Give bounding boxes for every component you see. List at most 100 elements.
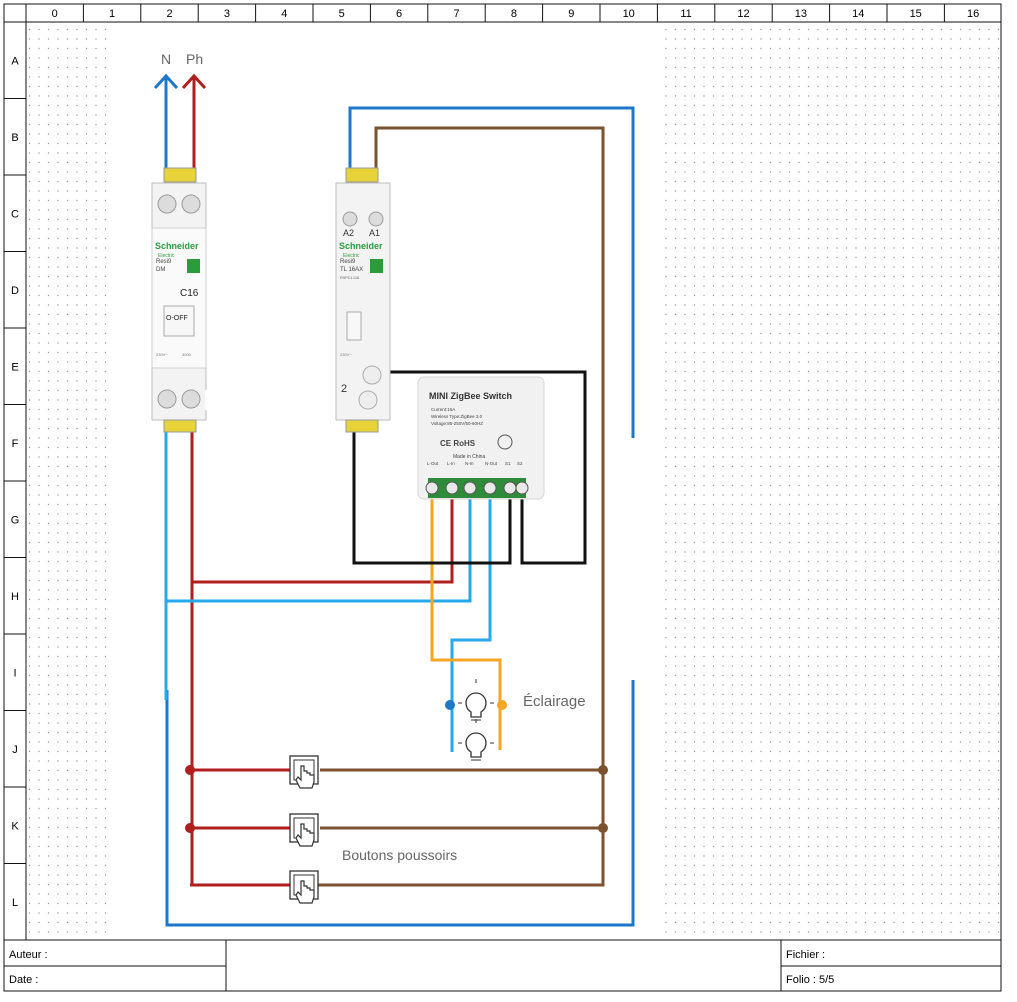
hand-pointer-icon — [295, 765, 315, 789]
push-buttons-label: Boutons poussoirs — [342, 847, 457, 863]
bulb-icon — [465, 692, 487, 718]
svg-text:230V~: 230V~ — [156, 352, 168, 357]
column-label: 1 — [109, 8, 115, 20]
breaker-brand: Schneider — [155, 241, 199, 251]
folio-label: Folio : 5/5 — [786, 974, 834, 986]
terminal-screw — [463, 481, 477, 495]
blurred-area — [205, 390, 355, 410]
lamp-1 — [458, 679, 494, 721]
module-neutral-feed — [166, 488, 472, 603]
terminal-label: N-In — [465, 461, 474, 466]
row-label: I — [13, 667, 16, 679]
hand-pointer-icon — [295, 823, 315, 847]
circuit-breaker: Schneider Electric Resi9 DM C16 O-OFF 23… — [151, 167, 207, 433]
column-label: 10 — [623, 8, 635, 20]
row-label: E — [11, 361, 18, 373]
s2-wire — [385, 370, 587, 565]
terminal-screw — [515, 481, 529, 495]
column-label: 13 — [795, 8, 807, 20]
phase-label: Ph — [186, 51, 203, 67]
column-label: 5 — [339, 8, 345, 20]
relay-terminal-2: 2 — [341, 383, 347, 395]
push-button-2 — [289, 813, 319, 847]
blurred-area-2 — [424, 150, 549, 238]
push-button-1 — [289, 755, 319, 789]
row-label: J — [12, 744, 18, 756]
column-label: 4 — [281, 8, 287, 20]
breaker-rating: C16 — [180, 288, 199, 299]
breaker-range: Resi9 — [156, 259, 172, 265]
module-phase-feed — [192, 488, 454, 584]
column-label: 14 — [852, 8, 864, 20]
phase-arrow-icon — [181, 73, 207, 90]
column-label: 15 — [910, 8, 922, 20]
relay-model: TL 16AX — [340, 267, 363, 273]
lighting-label: Éclairage — [523, 693, 586, 710]
column-label: 3 — [224, 8, 230, 20]
breaker-state: O-OFF — [166, 315, 188, 322]
row-label: K — [11, 820, 19, 832]
svg-text:230V~: 230V~ — [340, 352, 352, 357]
svg-text:Made in China: Made in China — [453, 454, 485, 460]
relay-a1: A1 — [369, 228, 380, 238]
zigbee-module: MINI ZigBee Switch Current:16A Wireless … — [417, 376, 545, 500]
column-label: 7 — [453, 8, 459, 20]
svg-text:R9PCL116: R9PCL116 — [340, 275, 360, 280]
row-label: C — [11, 208, 19, 220]
column-label: 12 — [737, 8, 749, 20]
title-block: Auteur : Date : Fichier : Folio : 5/5 — [4, 940, 1001, 991]
column-label: 0 — [52, 8, 58, 20]
svg-text:Electric: Electric — [343, 253, 360, 259]
terminal-screw — [425, 481, 439, 495]
relay-brand: Schneider — [339, 241, 383, 251]
push-button-3 — [289, 870, 319, 904]
impulse-relay: A2 A1 Schneider Electric Resi9 TL 16AX R… — [335, 167, 391, 433]
photo-background — [112, 26, 658, 940]
terminal-screw — [445, 481, 459, 495]
file-label: Fichier : — [786, 949, 825, 961]
relay-neutral-loop — [348, 106, 635, 438]
breaker-model: DM — [156, 267, 165, 273]
relay-a2: A2 — [343, 228, 354, 238]
hand-pointer-icon — [295, 880, 315, 904]
date-label: Date : — [9, 974, 38, 986]
terminal-label: N-Out — [485, 461, 498, 466]
row-label: H — [11, 591, 19, 603]
terminal-screw — [483, 481, 497, 495]
lamp-2 — [458, 719, 494, 761]
terminal-label: S1 — [505, 461, 511, 466]
column-label: 6 — [396, 8, 402, 20]
terminal-label: L-Out — [427, 461, 439, 466]
row-label: D — [11, 285, 19, 297]
neutral-label: N — [161, 51, 171, 67]
row-label: L — [12, 897, 18, 909]
row-label: G — [11, 514, 20, 526]
row-label: A — [11, 55, 19, 67]
column-label: 9 — [568, 8, 574, 20]
column-label: 8 — [511, 8, 517, 20]
row-label: B — [11, 132, 18, 144]
svg-text:Voltage:85-250V/50-60HZ: Voltage:85-250V/50-60HZ — [431, 421, 483, 426]
terminal-screw — [503, 481, 517, 495]
junction-dots — [185, 700, 608, 833]
svg-text:Current:16A: Current:16A — [431, 407, 455, 412]
wifi-icon — [497, 434, 513, 450]
relay-range: Resi9 — [340, 259, 356, 265]
module-cert: CE RoHS — [440, 439, 476, 448]
module-title: MINI ZigBee Switch — [429, 391, 512, 401]
column-label: 11 — [680, 8, 691, 20]
svg-text:3000: 3000 — [182, 352, 192, 357]
column-label: 16 — [967, 8, 979, 20]
author-label: Auteur : — [9, 949, 48, 961]
neutral-arrow-icon — [153, 73, 179, 90]
terminal-label: S2 — [517, 461, 523, 466]
terminal-label: L-In — [447, 461, 455, 466]
relay-neutral-return — [165, 680, 635, 927]
column-label: 2 — [166, 8, 172, 20]
svg-text:Wireless Type:ZigBee 3.0: Wireless Type:ZigBee 3.0 — [431, 414, 483, 419]
s1-wire — [352, 430, 512, 565]
bulb-icon — [465, 732, 487, 758]
